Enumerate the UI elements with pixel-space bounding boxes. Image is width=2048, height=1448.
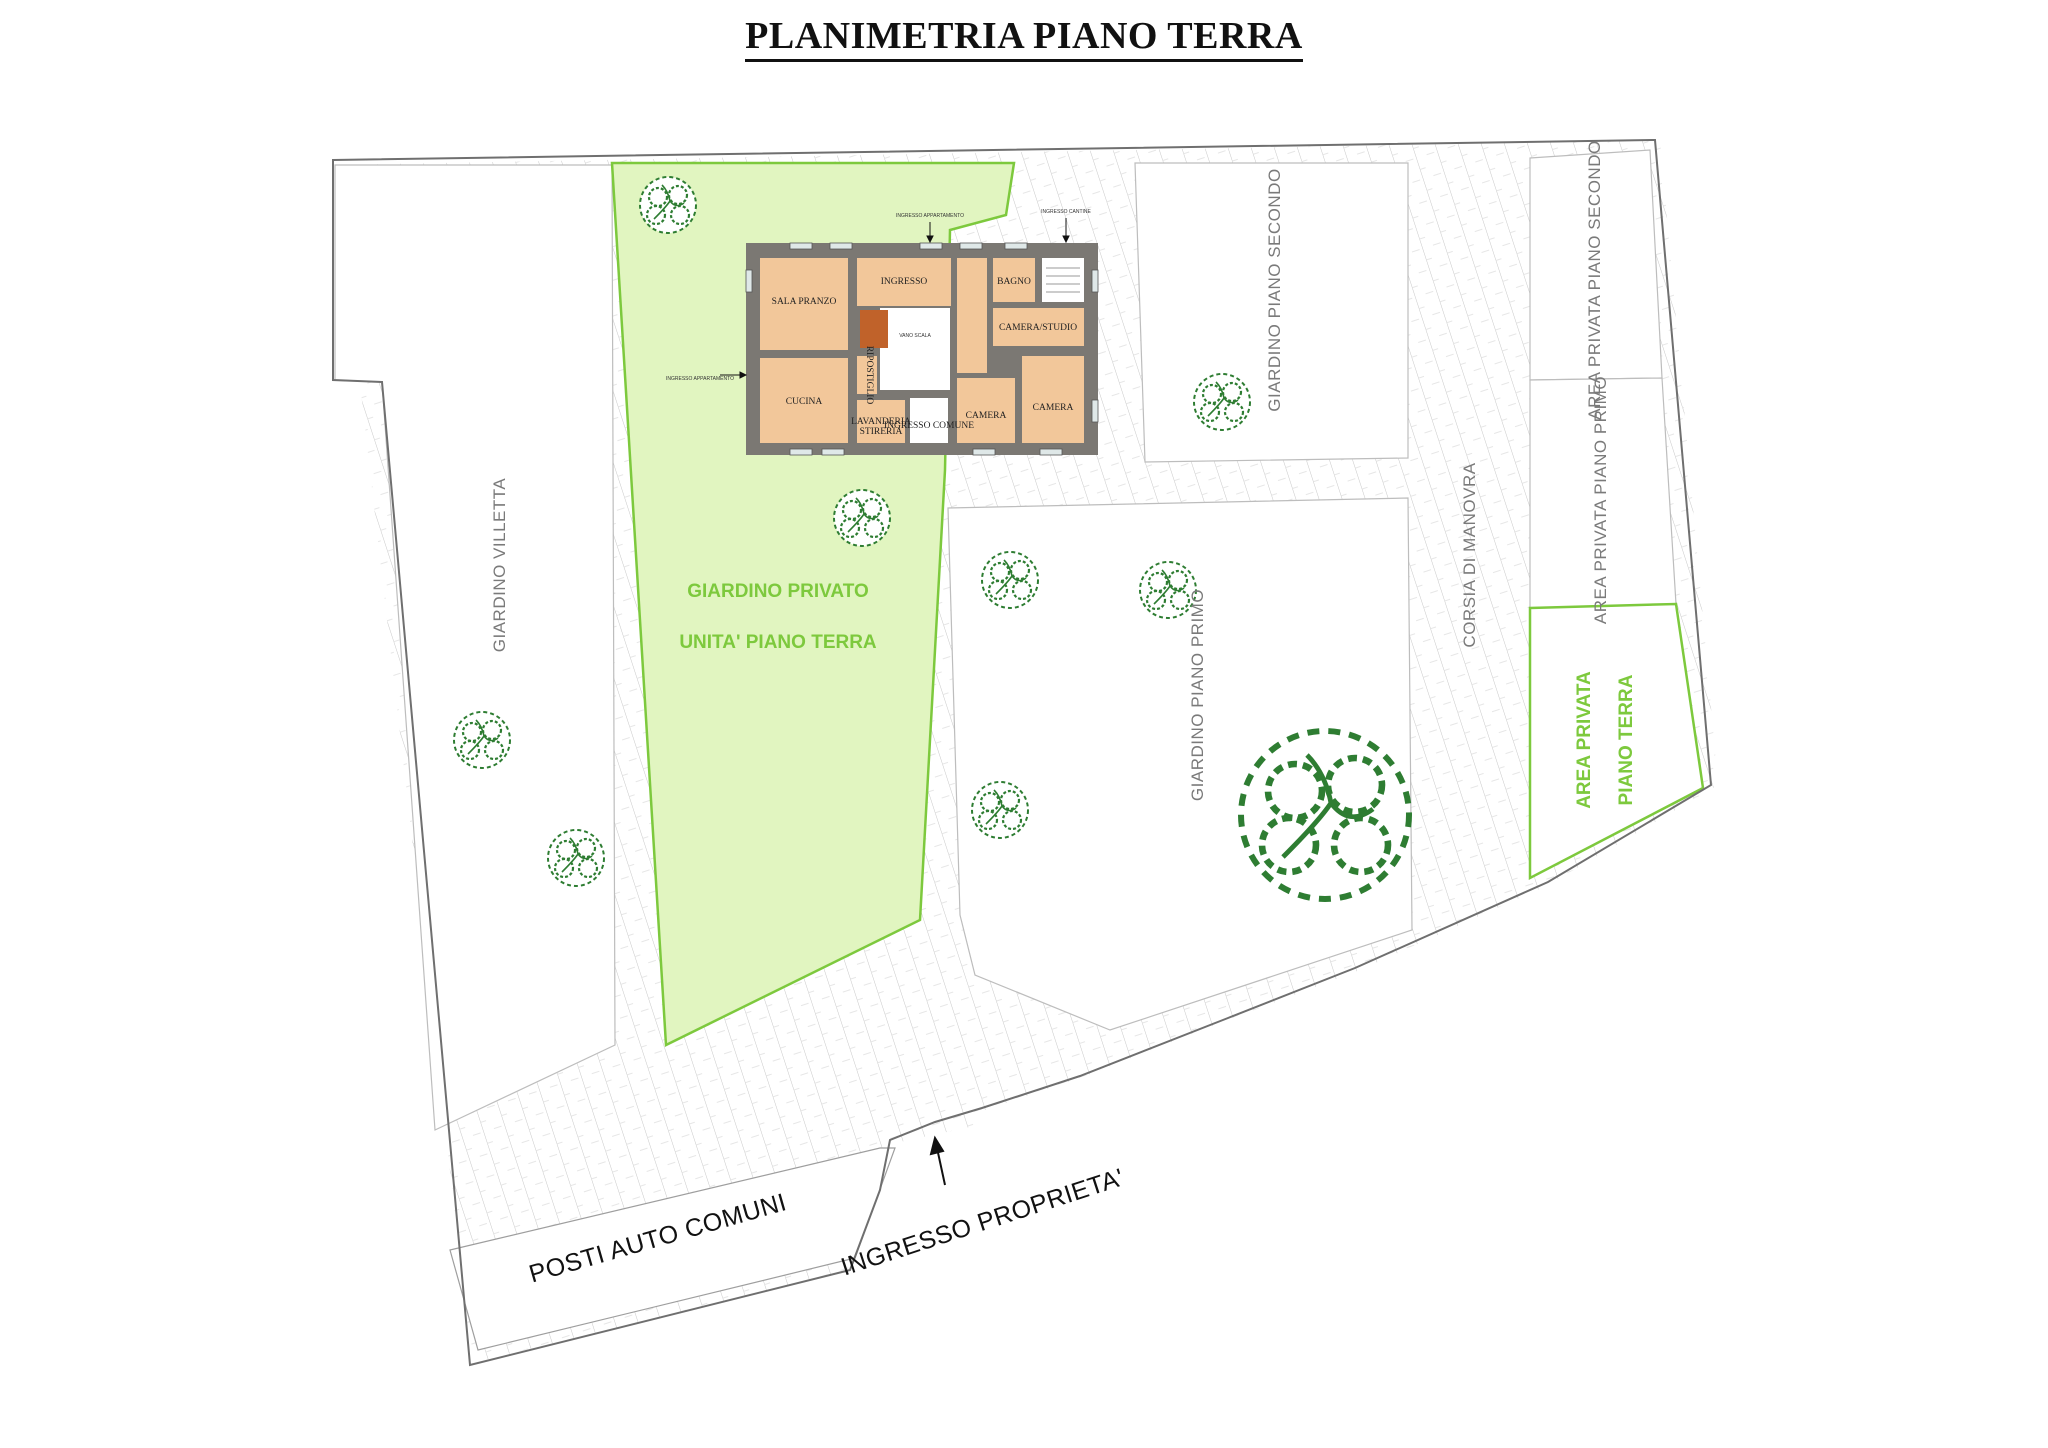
label-ripostiglio: RIPOSTIGLIO bbox=[864, 346, 874, 405]
label-ingresso-appartamento-top: INGRESSO APPARTAMENTO bbox=[896, 213, 964, 219]
label-bagno: BAGNO bbox=[997, 277, 1031, 287]
label-area-privata-piano-primo: AREA PRIVATA PIANO PRIMO bbox=[1591, 376, 1610, 624]
room-ripostiglio bbox=[857, 356, 877, 394]
label-area-privata-piano-secondo: AREA PRIVATA PIANO SECONDO bbox=[1585, 140, 1604, 419]
tree-icon bbox=[1192, 372, 1252, 432]
giardino-piano-primo-area bbox=[947, 497, 1413, 1031]
stair-cantine bbox=[1042, 258, 1084, 302]
corridor bbox=[957, 258, 987, 373]
label-giardino-piano-secondo: GIARDINO PIANO SECONDO bbox=[1265, 168, 1284, 411]
stair-well bbox=[880, 308, 950, 390]
large-tree-icon bbox=[1241, 731, 1409, 899]
label-camera-2: CAMERA bbox=[1033, 403, 1074, 413]
label-sala-pranzo: SALA PRANZO bbox=[772, 297, 837, 307]
building-plan bbox=[745, 242, 1099, 456]
room-bagno bbox=[993, 258, 1035, 302]
label-ingresso: INGRESSO bbox=[881, 277, 928, 287]
label-area-privata-piano-terra-1: AREA PRIVATA bbox=[1574, 671, 1595, 809]
room-sala-pranzo bbox=[760, 258, 848, 350]
label-vano-scala: VANO SCALA bbox=[899, 333, 931, 339]
room-ingresso-comune bbox=[910, 398, 948, 443]
label-camera-1: CAMERA bbox=[966, 411, 1007, 421]
room-ingresso bbox=[857, 258, 951, 306]
room-camera-2 bbox=[1022, 356, 1084, 443]
area-privata-piano-terra-area bbox=[1528, 602, 1705, 881]
label-camera-studio: CAMERA/STUDIO bbox=[999, 323, 1077, 333]
property-boundary bbox=[332, 138, 1713, 1367]
label-ingresso-comune: INGRESSO COMUNE bbox=[884, 421, 974, 431]
label-giardino-privato-1: GIARDINO PRIVATO bbox=[687, 581, 869, 602]
label-stireria: STIRERIA bbox=[860, 427, 903, 437]
tree-icon bbox=[452, 710, 512, 770]
tree-icon bbox=[832, 488, 892, 548]
label-area-privata-piano-terra-2: PIANO TERRA bbox=[1616, 674, 1637, 805]
tree-icon bbox=[546, 828, 606, 888]
room-lavanderia bbox=[857, 400, 905, 443]
label-ingresso-appartamento-left: INGRESSO APPARTAMENTO bbox=[666, 376, 734, 382]
ingresso-arrow-icon bbox=[929, 1135, 946, 1186]
label-corsia-di-manovra: CORSIA DI MANOVRA bbox=[1460, 462, 1479, 647]
label-lavanderia: LAVANDERIA bbox=[851, 417, 911, 427]
label-cucina: CUCINA bbox=[786, 397, 823, 407]
tree-icon bbox=[638, 175, 698, 235]
label-ingresso-cantine: INGRESSO CANTINE bbox=[1041, 209, 1091, 215]
tree-icon bbox=[970, 780, 1030, 840]
room-cucina bbox=[760, 358, 848, 443]
stair-icon bbox=[860, 310, 888, 348]
page-title: PLANIMETRIA PIANO TERRA bbox=[0, 14, 2048, 62]
label-giardino-privato-2: UNITA' PIANO TERRA bbox=[679, 632, 877, 653]
room-camera-1 bbox=[957, 378, 1015, 443]
tree-icon bbox=[980, 550, 1040, 610]
label-giardino-villetta: GIARDINO VILLETTA bbox=[490, 478, 509, 653]
room-camera-studio bbox=[993, 308, 1084, 346]
label-giardino-piano-primo: GIARDINO PIANO PRIMO bbox=[1188, 589, 1207, 801]
giardino-villetta-area bbox=[334, 164, 616, 1131]
